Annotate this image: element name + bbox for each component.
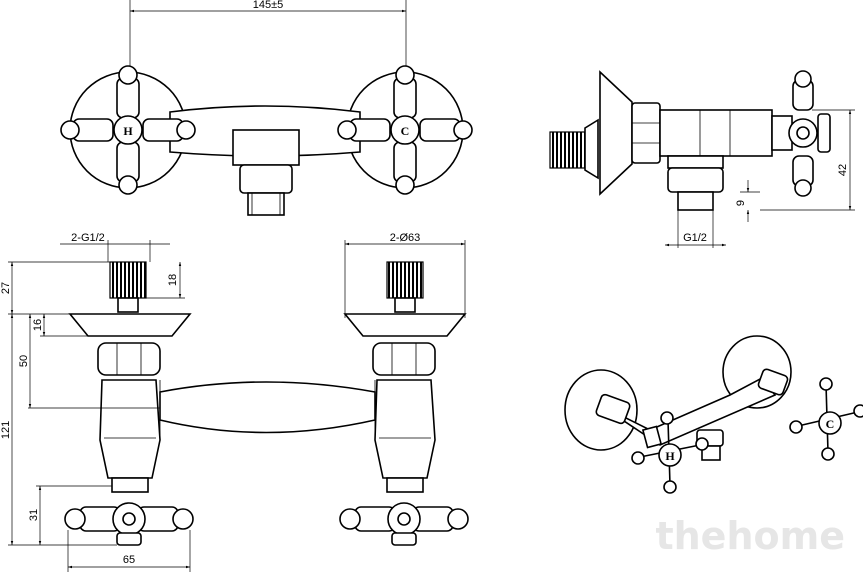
dim-thread-left: 2-G1/2: [71, 232, 105, 244]
top-left-handle: H: [60, 65, 196, 195]
dim-27: 27: [0, 282, 12, 294]
top-view: 145±5 H: [60, 0, 473, 216]
dim-50: 50: [18, 355, 30, 367]
dim-65: 65: [123, 554, 135, 566]
dim-31: 31: [28, 509, 40, 521]
front-view: 2-G1/2 2-Ø63: [0, 232, 469, 572]
dim-right-thread: G1/2: [683, 232, 707, 244]
hot-label: H: [123, 124, 133, 138]
watermark: thehome: [655, 514, 845, 558]
front-left-handle: [64, 477, 194, 546]
dim-top-width: 145±5: [253, 0, 284, 11]
top-right-handle: C: [337, 65, 473, 195]
dim-right-height: 42: [837, 164, 849, 176]
dim-121: 121: [0, 421, 12, 439]
svg-text:C: C: [826, 417, 835, 431]
svg-text:H: H: [665, 449, 675, 463]
dim-18: 18: [167, 274, 179, 286]
dim-rosette-diameter: 2-Ø63: [390, 232, 421, 244]
perspective-view: H C: [564, 335, 863, 494]
dim-16: 16: [32, 319, 44, 331]
cold-label: C: [401, 124, 410, 138]
side-view: 42 9 G1/2: [549, 70, 855, 248]
front-right-handle: [339, 477, 469, 546]
dim-right-offset: 9: [735, 200, 747, 206]
